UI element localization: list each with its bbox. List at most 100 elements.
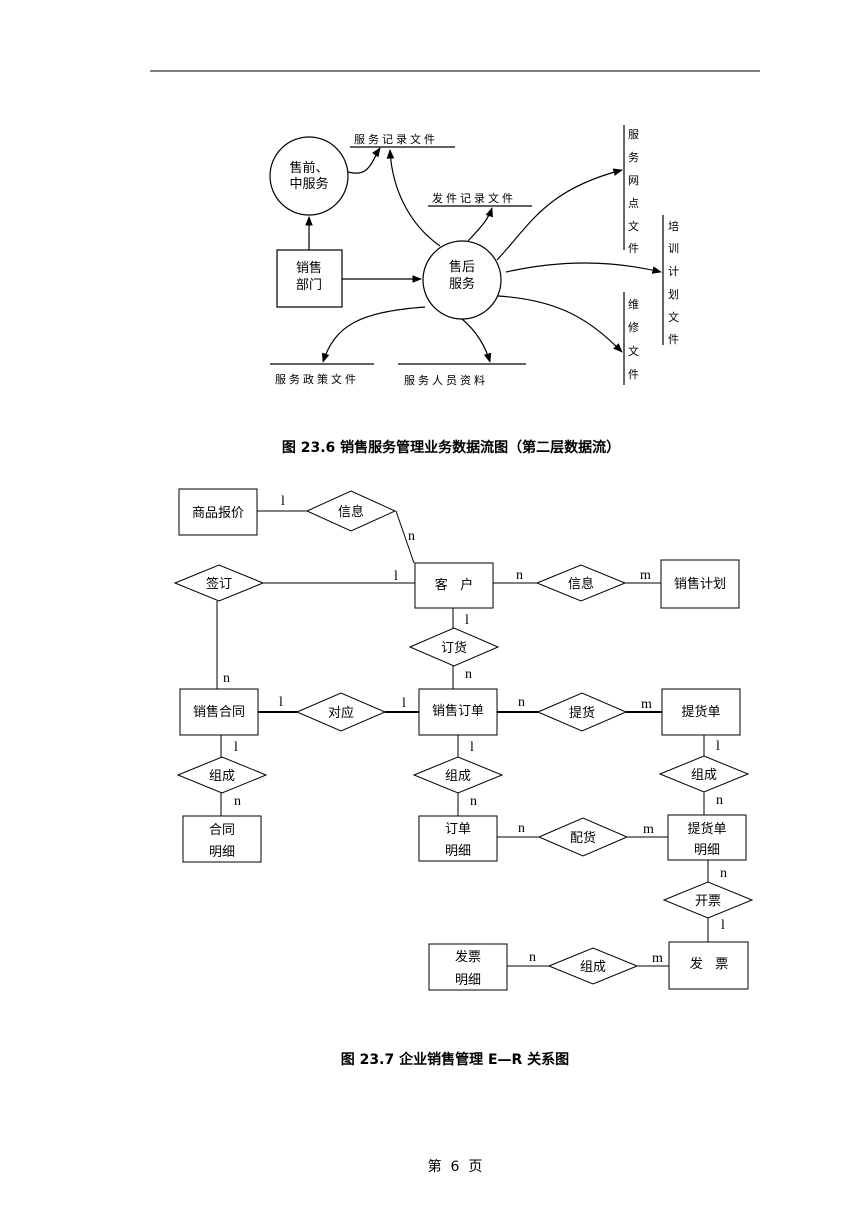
- relation-compose4: [547, 947, 639, 985]
- entity-sales-plan-label: 销售计划: [674, 576, 726, 592]
- figure-er: [173, 488, 754, 991]
- card-compose-ddetail: n: [716, 793, 723, 808]
- entity-order-detail: [418, 815, 498, 862]
- entity-delivery-label: 提货单: [681, 704, 720, 720]
- store-service-outlet-label: 服 务 网 点 文 件: [628, 128, 639, 255]
- relation-info2-label: 信息: [568, 576, 594, 592]
- card-compose-invoice: m: [652, 951, 663, 966]
- repair-char-1: 维: [628, 298, 639, 311]
- entity-invoice-detail: [428, 943, 508, 991]
- flow-aftersale-to-training: [505, 262, 662, 274]
- presale-label-1: 售前、: [289, 160, 328, 176]
- card-correspond-order: l: [402, 696, 406, 711]
- entity-invoice-detail-label-2: 明细: [455, 973, 481, 988]
- entity-delivery-detail-label-1: 提货单: [687, 821, 726, 837]
- card-delivery-compose: l: [716, 739, 720, 754]
- figure-23-7-caption: 图 23.7 企业销售管理 E—R 关系图: [341, 1051, 569, 1068]
- entity-invoice-label: 发 票: [690, 956, 728, 972]
- presale-label-2: 中服务: [289, 176, 328, 192]
- relation-compose3: [658, 755, 750, 793]
- entity-sales-plan: [660, 559, 740, 609]
- flow-aftersale-to-policy: [322, 306, 426, 363]
- relation-pickup: [536, 692, 628, 732]
- card-contract-correspond: l: [279, 695, 283, 710]
- figure-dataflow: [269, 125, 664, 385]
- card-ddetail-billing: n: [720, 866, 727, 881]
- entity-contract-detail-label-1: 合同: [209, 823, 235, 838]
- entity-delivery-detail-label-2: 明细: [694, 843, 720, 858]
- card-quote-info: l: [281, 494, 285, 509]
- outlet-char-5: 文: [628, 219, 639, 233]
- card-idetail-compose: n: [529, 950, 536, 965]
- relation-compose1-label: 组成: [209, 769, 235, 784]
- card-ordering-order: n: [465, 667, 472, 682]
- relation-correspond-label: 对应: [328, 705, 354, 721]
- store-service-record-label: 服务记录文件: [354, 132, 438, 146]
- card-sign-contract: n: [223, 671, 230, 686]
- flow-aftersale-to-record: [386, 149, 441, 247]
- outlet-char-6: 件: [628, 242, 639, 255]
- relation-distribute-label: 配货: [570, 830, 596, 846]
- card-info-customer: n: [408, 529, 415, 544]
- relation-info1-label: 信息: [338, 504, 364, 520]
- store-service-policy-label: 服务政策文件: [275, 372, 359, 386]
- entity-order-detail-label-2: 明细: [445, 844, 471, 859]
- entity-customer-label: 客 户: [435, 577, 473, 593]
- entity-contract-detail: [182, 815, 262, 863]
- outlet-char-3: 网: [628, 174, 639, 187]
- sales-dept-label-2: 部门: [296, 278, 322, 293]
- relation-info1: [305, 490, 397, 532]
- entity-contract: [179, 688, 259, 736]
- relation-distribute: [537, 817, 629, 857]
- outlet-char-2: 务: [628, 151, 639, 164]
- store-training-plan-label: 培 训 计 划 文 件: [668, 219, 679, 346]
- card-pickup-delivery: m: [641, 697, 652, 712]
- relation-compose1: [176, 756, 268, 794]
- figure-23-6-caption: 图 23.6 销售服务管理业务数据流图（第二层数据流）: [282, 439, 620, 456]
- relation-ordering-label: 订货: [441, 640, 467, 656]
- card-order-pickup: n: [518, 695, 525, 710]
- training-char-1: 培: [668, 219, 679, 233]
- entity-delivery-detail: [667, 814, 747, 861]
- outlet-char-1: 服: [628, 128, 639, 141]
- page-number: 第 6 页: [428, 1158, 483, 1175]
- relation-ordering: [408, 627, 500, 667]
- entity-order-detail-label-1: 订单: [445, 822, 471, 837]
- card-compose-cdetail: n: [234, 794, 241, 809]
- store-service-staff-label: 服务人员资料: [404, 373, 488, 387]
- sales-dept-label-1: 销售: [296, 260, 322, 276]
- card-order-compose: l: [470, 740, 474, 755]
- card-distribute-ddetail: m: [643, 822, 654, 837]
- flow-aftersale-to-dispatch: [467, 207, 493, 242]
- repair-char-2: 修: [628, 320, 639, 334]
- card-info2-plan: m: [640, 568, 651, 583]
- store-dispatch-record-label: 发件记录文件: [432, 191, 516, 205]
- card-billing-invoice: l: [721, 918, 725, 933]
- flow-presale-to-record: [347, 147, 381, 174]
- training-char-3: 计: [668, 265, 679, 278]
- card-odetail-distribute: n: [518, 821, 525, 836]
- entity-invoice: [668, 941, 749, 990]
- flow-aftersale-to-repair: [497, 295, 623, 353]
- training-char-6: 件: [668, 333, 679, 346]
- training-char-4: 划: [668, 288, 679, 301]
- aftersale-label-2: 服务: [449, 276, 475, 292]
- entity-quote-label: 商品报价: [192, 506, 244, 521]
- relation-sign-label: 签订: [206, 576, 232, 592]
- process-presale: [269, 136, 349, 216]
- relation-pickup-label: 提货: [569, 705, 595, 721]
- training-char-5: 文: [668, 310, 679, 324]
- card-customer-ordering: l: [465, 613, 469, 628]
- entity-order-label: 销售订单: [432, 703, 484, 719]
- flow-aftersale-to-outlet: [496, 168, 623, 261]
- card-contract-compose: l: [234, 740, 238, 755]
- entity-invoice-detail-label-1: 发票: [455, 949, 481, 965]
- entity-order: [418, 688, 498, 736]
- relation-billing: [662, 881, 754, 919]
- entity-quote: [178, 488, 258, 536]
- relation-sign: [173, 564, 265, 602]
- repair-char-3: 文: [628, 344, 639, 358]
- relation-compose4-label: 组成: [580, 960, 606, 975]
- relation-billing-label: 开票: [695, 894, 721, 909]
